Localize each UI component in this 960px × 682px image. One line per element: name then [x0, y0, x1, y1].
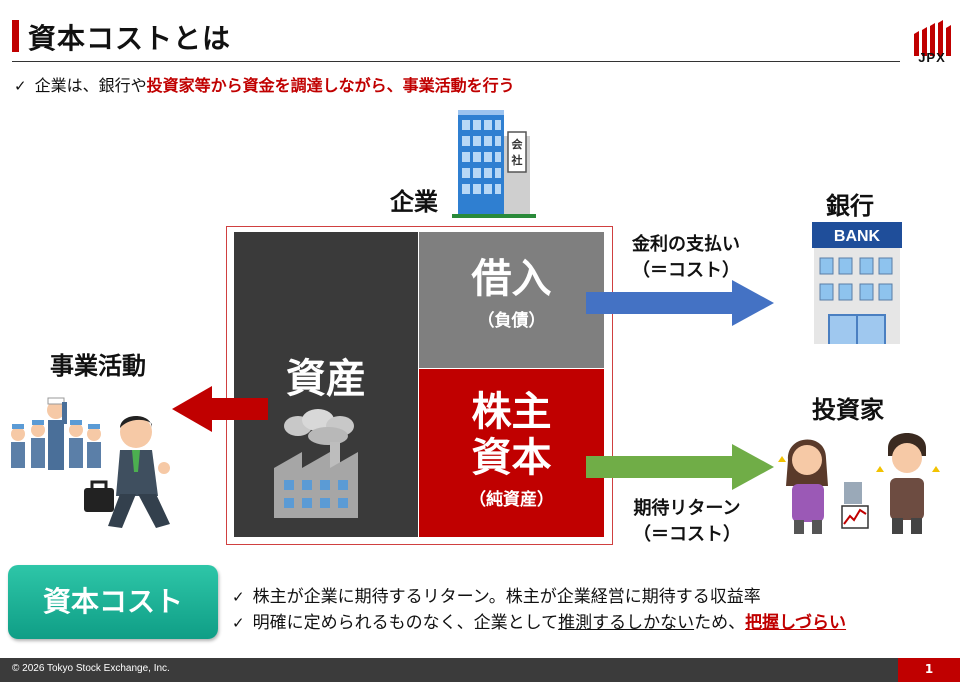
- business-label: 事業活動: [50, 352, 146, 380]
- liabilities-label: 借入: [471, 256, 552, 302]
- equity-label-1: 株主: [471, 389, 552, 435]
- bullet-2-text-d: 把握しづらい: [745, 613, 847, 633]
- return-arrow-icon: [586, 444, 774, 490]
- factory-icon: [274, 409, 358, 518]
- balance-sheet-frame: [226, 226, 613, 545]
- bank-sign: BANK: [834, 228, 881, 245]
- bank-building-icon: BANK: [812, 222, 902, 344]
- lead-statement: ✓ 企業は、銀行や投資家等から資金を調達しながら、事業活動を行う: [14, 72, 515, 96]
- title-divider: [12, 61, 900, 62]
- check-icon: ✓: [14, 77, 27, 95]
- business-arrow-icon: [172, 386, 268, 432]
- bullet-2-text-a: 明確に定められるものなく、企業として: [252, 613, 559, 633]
- equity-sub: （純資産）: [469, 490, 554, 510]
- office-building-icon: 会 社: [452, 110, 536, 218]
- logo-text: JPX: [918, 50, 946, 65]
- lead-plain: 企業は、銀行や: [34, 76, 147, 95]
- assets-box: 資産: [234, 232, 418, 537]
- company-sign-2: 社: [511, 153, 523, 167]
- bullet-2-text-c: ため、: [694, 613, 746, 633]
- company-sign-1: 会: [512, 137, 524, 151]
- workers-icon: [11, 397, 101, 470]
- liabilities-sub: （負債）: [477, 311, 546, 331]
- interest-label-2: （＝コスト）: [632, 260, 740, 281]
- check-icon: ✓: [232, 614, 245, 632]
- bullet-1: ✓ 株主が企業に期待するリターン。株主が企業経営に期待する収益率: [232, 582, 761, 607]
- investor-label: 投資家: [812, 396, 884, 424]
- page-title: 資本コストとは: [28, 22, 232, 55]
- page-number: 1: [924, 662, 934, 676]
- title-accent-bar: [12, 20, 19, 52]
- copyright-text: © 2026 Tokyo Stock Exchange, Inc.: [12, 663, 170, 674]
- return-label-1: 期待リターン: [633, 498, 741, 519]
- jpx-logo-icon: [914, 20, 951, 56]
- return-label-2: （＝コスト）: [633, 524, 741, 545]
- bullet-2: ✓ 明確に定められるものなく、企業として推測するしかないため、把握しづらい: [232, 608, 846, 633]
- liabilities-box: 借入 （負債）: [419, 232, 604, 368]
- page-number-box: [898, 658, 960, 682]
- footer-bar: [0, 658, 960, 682]
- company-label: 企業: [390, 188, 438, 216]
- interest-arrow-icon: [586, 280, 774, 326]
- investors-icon: [778, 433, 940, 534]
- lead-emphasis: 投資家等から資金を調達しながら、事業活動を行う: [146, 76, 515, 95]
- bullet-2-text-b: 推測するしかない: [558, 613, 695, 633]
- interest-label-1: 金利の支払い: [632, 234, 740, 255]
- capital-cost-button[interactable]: 資本コスト: [8, 565, 218, 639]
- equity-box: 株主 資本 （純資産）: [419, 369, 604, 537]
- equity-label-2: 資本: [471, 435, 552, 481]
- bank-label: 銀行: [826, 192, 874, 220]
- assets-label: 資産: [286, 356, 366, 402]
- check-icon: ✓: [232, 588, 245, 606]
- businessman-icon: [84, 416, 170, 528]
- bullet-1-text: 株主が企業に期待するリターン。株主が企業経営に期待する収益率: [252, 587, 761, 607]
